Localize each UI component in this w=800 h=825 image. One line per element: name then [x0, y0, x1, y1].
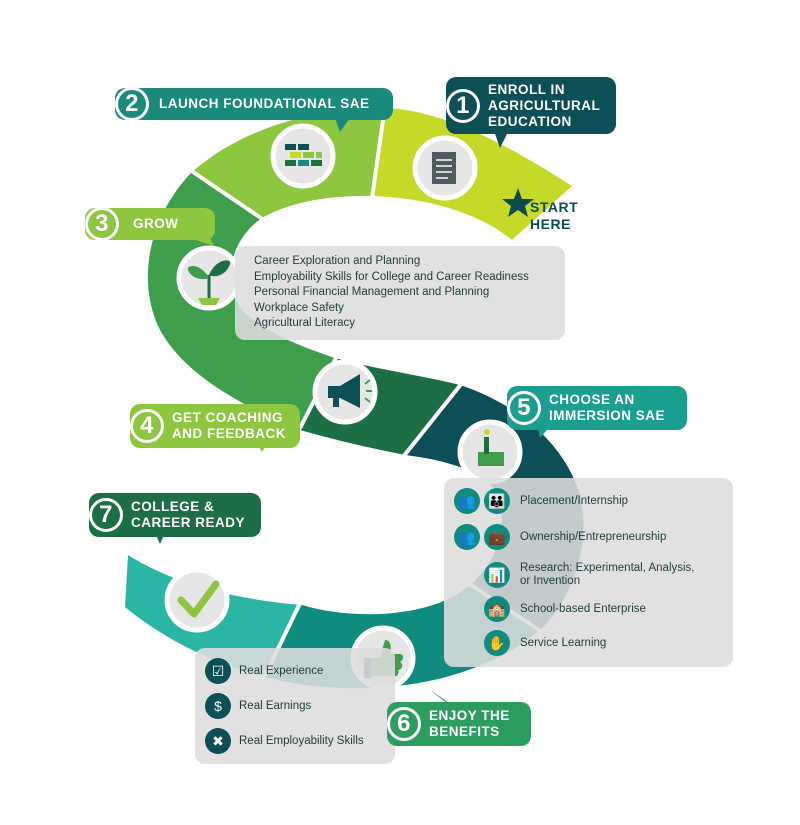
step-1-line1: ENROLL IN [488, 81, 566, 97]
step-1-line2: AGRICULTURAL [488, 97, 601, 113]
start-line2: HERE [530, 216, 571, 232]
foundational-bricks-icon [270, 123, 336, 189]
grow-item: Employability Skills for College and Car… [254, 270, 529, 283]
start-here-label: START HERE [530, 199, 578, 233]
step-5-line2: IMMERSION SAE [549, 408, 666, 423]
step-1-number: 1 [446, 88, 480, 123]
chart-icon: 📊 [484, 562, 510, 588]
step-1-line3: EDUCATION [488, 113, 572, 129]
grow-item: Career Exploration and Planning [254, 255, 421, 267]
benefit-item-experience: ☑ Real Experience [205, 658, 323, 684]
step-2-number: 2 [115, 87, 149, 121]
step-6-number: 6 [387, 707, 421, 741]
step-6-callout: 6 ENJOY THE BENEFITS [387, 702, 531, 746]
step-7-line1: COLLEGE & [131, 499, 215, 514]
checklist-icon: ☑ [205, 658, 231, 684]
benefit-label: Real Earnings [239, 700, 312, 712]
start-line1: START [530, 199, 579, 215]
step-5-number: 5 [507, 391, 541, 425]
immersion-label: School-based Enterprise [520, 603, 646, 615]
immersion-item-research: 📊 Research: Experimental, Analysis, or I… [484, 562, 695, 588]
hand-icon: ✋ [484, 630, 510, 656]
briefcase-icon: 💼 [484, 524, 510, 550]
start-star-icon [502, 188, 534, 217]
grow-item: Workplace Safety [254, 301, 344, 314]
enroll-document-icon [412, 135, 478, 201]
step-3-label: GROW [133, 216, 179, 231]
grow-item: Personal Financial Management and Planni… [254, 286, 490, 298]
step-2-callout: 2 LAUNCH FOUNDATIONAL SAE [115, 87, 393, 121]
grow-skills-panel: Career Exploration and Planning Employab… [235, 246, 565, 340]
immersion-item-school-enterprise: 🏫 School-based Enterprise [484, 596, 646, 622]
step-4-number: 4 [130, 409, 164, 443]
school-icon: 🏫 [484, 596, 510, 622]
immersion-label: Research: Experimental, Analysis, [520, 562, 695, 574]
benefit-item-skills: ✖ Real Employability Skills [205, 728, 364, 754]
money-bag-icon: $ [205, 693, 231, 719]
step-4-line1: GET COACHING [172, 410, 284, 425]
immersion-item-ownership: 👥 💼 Ownership/Entrepreneurship [454, 524, 666, 550]
step-1-callout: 1 ENROLL IN AGRICULTURAL EDUCATION [446, 77, 616, 134]
grow-item: Agricultural Literacy [254, 317, 355, 329]
step-3-number: 3 [85, 207, 119, 241]
group-icon: 👪 [484, 488, 510, 514]
step-7-number: 7 [89, 498, 123, 532]
step-6-line2: BENEFITS [429, 724, 500, 739]
benefit-label: Real Employability Skills [239, 735, 364, 747]
immersion-options-panel: 👥 👪 Placement/Internship 👥 💼 Ownership/E… [444, 478, 733, 667]
immersion-label: Service Learning [520, 637, 607, 649]
immersion-label-2: or Invention [520, 575, 581, 587]
step-2-label: LAUNCH FOUNDATIONAL SAE [159, 96, 370, 111]
immersion-hand-icon [457, 419, 523, 485]
benefit-label: Real Experience [239, 665, 324, 677]
immersion-label: Ownership/Entrepreneurship [520, 531, 667, 543]
step-6-line1: ENJOY THE [429, 708, 510, 723]
step-5-line1: CHOOSE AN [549, 392, 635, 407]
immersion-item-service: ✋ Service Learning [484, 630, 606, 656]
immersion-label: Placement/Internship [520, 495, 629, 507]
step-7-callout: 7 COLLEGE & CAREER READY [89, 493, 261, 537]
step-4-line2: AND FEEDBACK [172, 426, 286, 441]
step-4-callout: 4 GET COACHING AND FEEDBACK [130, 404, 300, 448]
step-3-callout: 3 GROW [85, 207, 215, 241]
people-icon: 👥 [454, 488, 480, 514]
partners-icon: 👥 [454, 524, 480, 550]
step-7-line2: CAREER READY [131, 515, 246, 530]
tools-icon: ✖ [205, 728, 231, 754]
step-5-callout: 5 CHOOSE AN IMMERSION SAE [507, 386, 687, 430]
grow-sprout-icon [176, 245, 242, 311]
college-checkmark-icon [164, 567, 230, 633]
coaching-megaphone-icon [312, 359, 378, 425]
immersion-item-placement: 👥 👪 Placement/Internship [454, 488, 628, 514]
benefit-item-earnings: $ Real Earnings [205, 693, 311, 719]
benefits-panel: ☑ Real Experience $ Real Earnings ✖ Real… [195, 648, 395, 764]
